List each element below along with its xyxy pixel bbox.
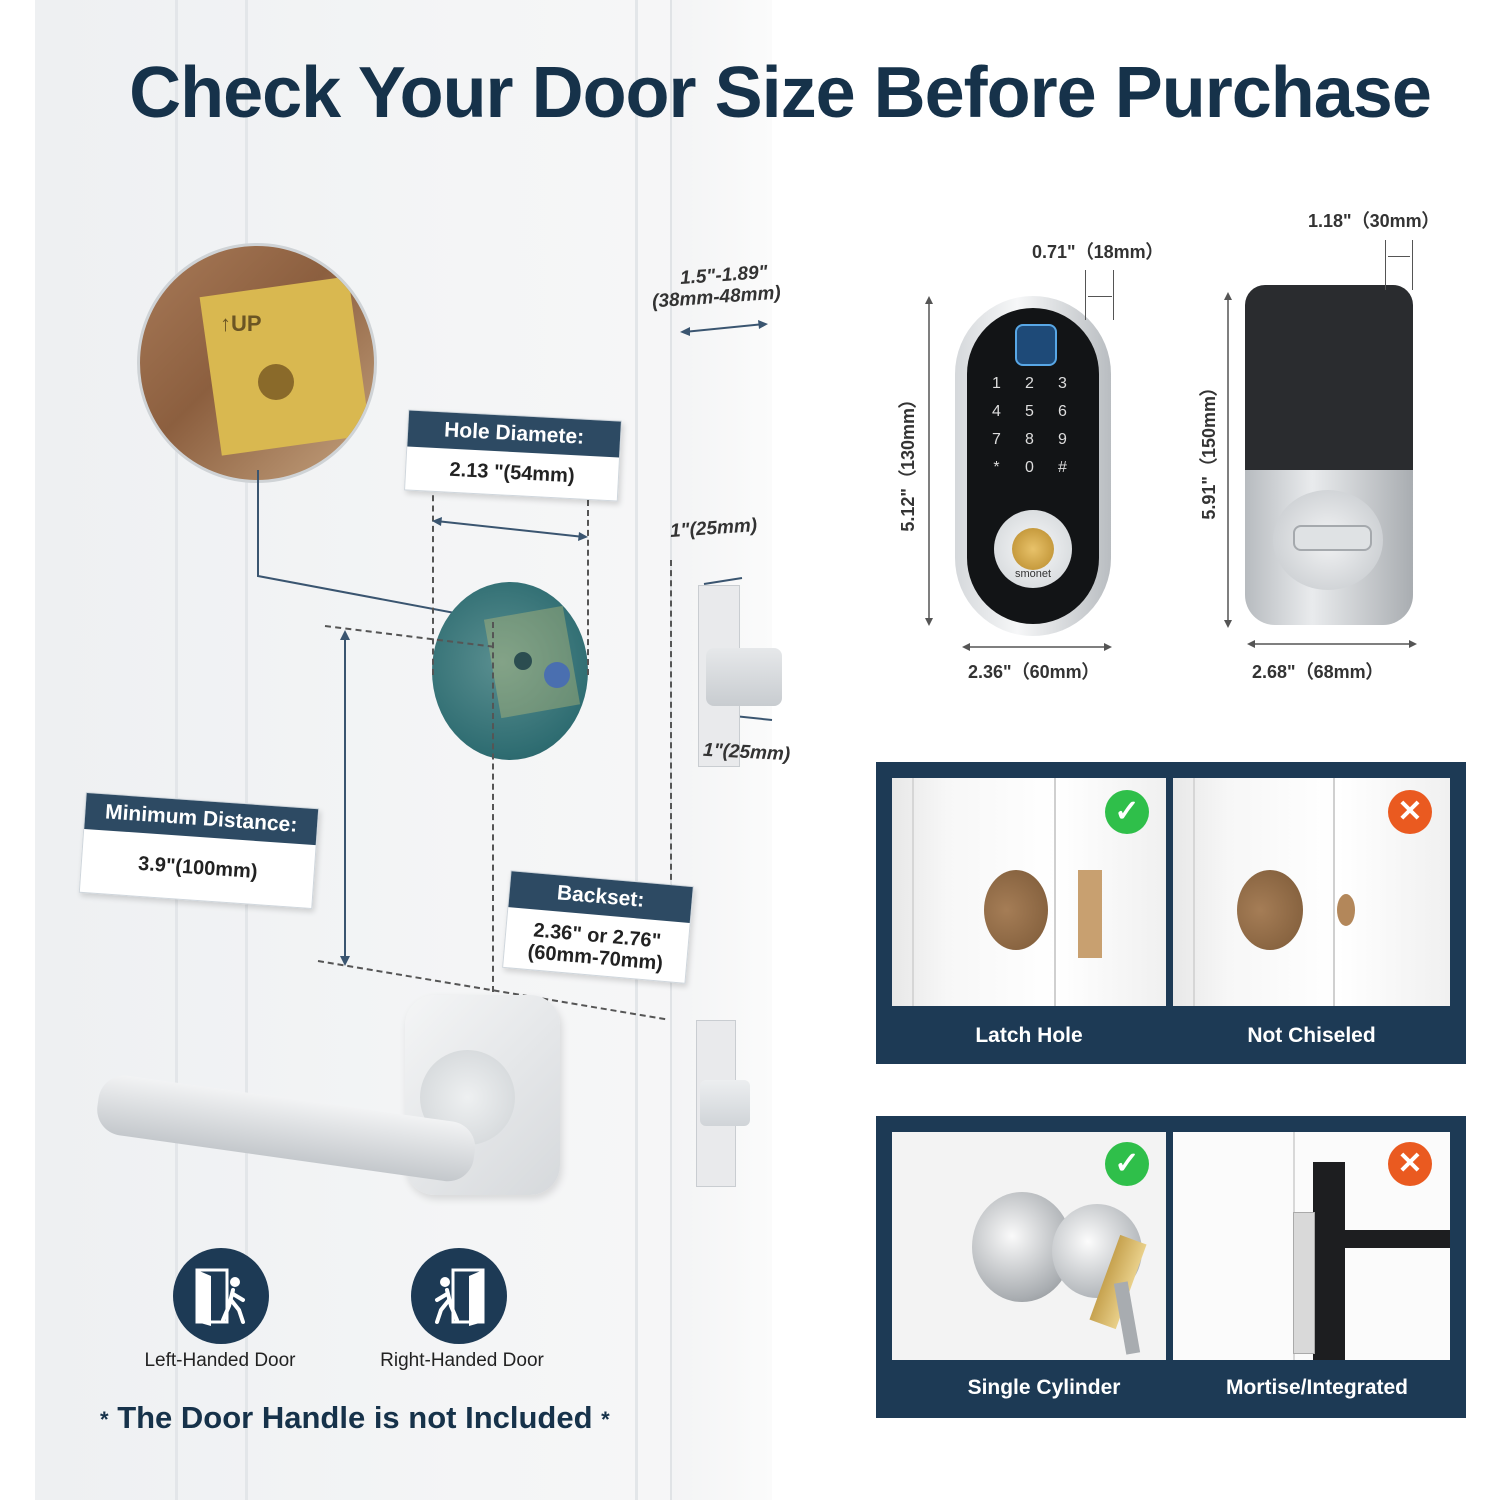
guide-line [492,622,494,992]
cross-icon: ✕ [1388,790,1432,834]
latch-top-arrow [703,577,743,585]
back-depth-label: 1.18"（30mm） [1308,211,1440,231]
key-8: 8 [1025,431,1034,448]
door-scene [35,0,770,1500]
key-6: 6 [1058,403,1067,420]
guide-line [670,560,672,890]
right-handed-door-icon [411,1248,507,1344]
latch-width-bottom-label: 1"(25mm) [702,739,791,766]
back-depth-tick [1412,240,1413,290]
page-title: Check Your Door Size Before Purchase [129,53,1432,133]
front-width-label: 2.36"（60mm） [968,662,1100,682]
key-1: 1 [992,375,1001,392]
key-0: 0 [1025,459,1034,476]
cross-icon: ✕ [1388,1142,1432,1186]
backset-card: Backset: 2.36" or 2.76" (60mm-70mm) [502,870,694,984]
key-star: * [993,459,1000,476]
door-frame-line [635,0,638,1500]
latch-bolt [706,648,782,706]
back-depth-line [1388,256,1410,257]
key-2: 2 [1025,375,1034,392]
front-depth-line [1088,296,1112,297]
check-icon: ✓ [1105,1142,1149,1186]
front-depth-tick [1113,270,1114,320]
front-depth-label: 0.71"（18mm） [1032,242,1164,262]
front-height-label: 5.12"（130mm） [898,390,918,532]
hole-diameter-card: Hole Diamete: 2.13 "(54mm) [404,409,622,502]
key-hash: # [1058,459,1067,476]
back-depth-tick [1385,240,1386,290]
key-4: 4 [992,403,1001,420]
latch-compat-panel: ✓ ✕ Latch Hole Not Chiseled [876,762,1466,1064]
door-frame-line [175,0,178,1500]
back-width-arrow [1247,640,1417,648]
thickness-arrow [680,320,768,336]
bore-hole-circle [432,582,588,760]
minimum-distance-card: Minimum Distance: 3.9"(100mm) [78,791,320,910]
key-5: 5 [1025,403,1034,420]
magnifier-connector [257,470,493,621]
key-7: 7 [992,431,1001,448]
back-lock [1245,285,1413,625]
template-magnifier: ↑UP [137,243,377,483]
hole-diameter-arrow [432,517,588,541]
latch-bolt-lower [700,1080,750,1126]
back-height-arrow [1224,292,1232,628]
min-distance-arrow [340,630,350,966]
key-9: 9 [1058,431,1067,448]
cylinder-compat-panel: ✓ ✕ Single Cylinder Mortise/Integrated [876,1116,1466,1418]
left-handed-door-label: Left-Handed Door [144,1350,296,1371]
latch-bottom-arrow [733,715,773,721]
key-3: 3 [1058,375,1067,392]
back-width-label: 2.68"（68mm） [1252,662,1384,682]
mortise-caption: Mortise/Integrated [1225,1376,1409,1399]
left-handed-door-icon [173,1248,269,1344]
keypad: 1 2 3 4 5 6 7 8 9 * 0 # [980,375,1080,477]
guide-line [432,485,434,675]
latch-hole-caption: Latch Hole [975,1024,1083,1047]
door-frame-line [245,0,248,1500]
key-cylinder [994,510,1072,588]
fingerprint-icon [1015,324,1057,366]
note-text: The Door Handle is not Included [117,1400,593,1435]
brand-label: smonet [1014,568,1052,580]
front-depth-tick [1085,270,1086,320]
front-width-arrow [962,643,1112,651]
handle-not-included-note: * The Door Handle is not Included * [100,1400,610,1435]
single-cylinder-caption: Single Cylinder [967,1376,1121,1399]
back-height-label: 5.91"（150mm） [1199,378,1219,520]
guide-line [587,500,589,675]
front-height-arrow [925,296,933,626]
check-icon: ✓ [1105,790,1149,834]
not-chiseled-caption: Not Chiseled [1247,1024,1376,1047]
right-handed-door-label: Right-Handed Door [380,1350,544,1371]
